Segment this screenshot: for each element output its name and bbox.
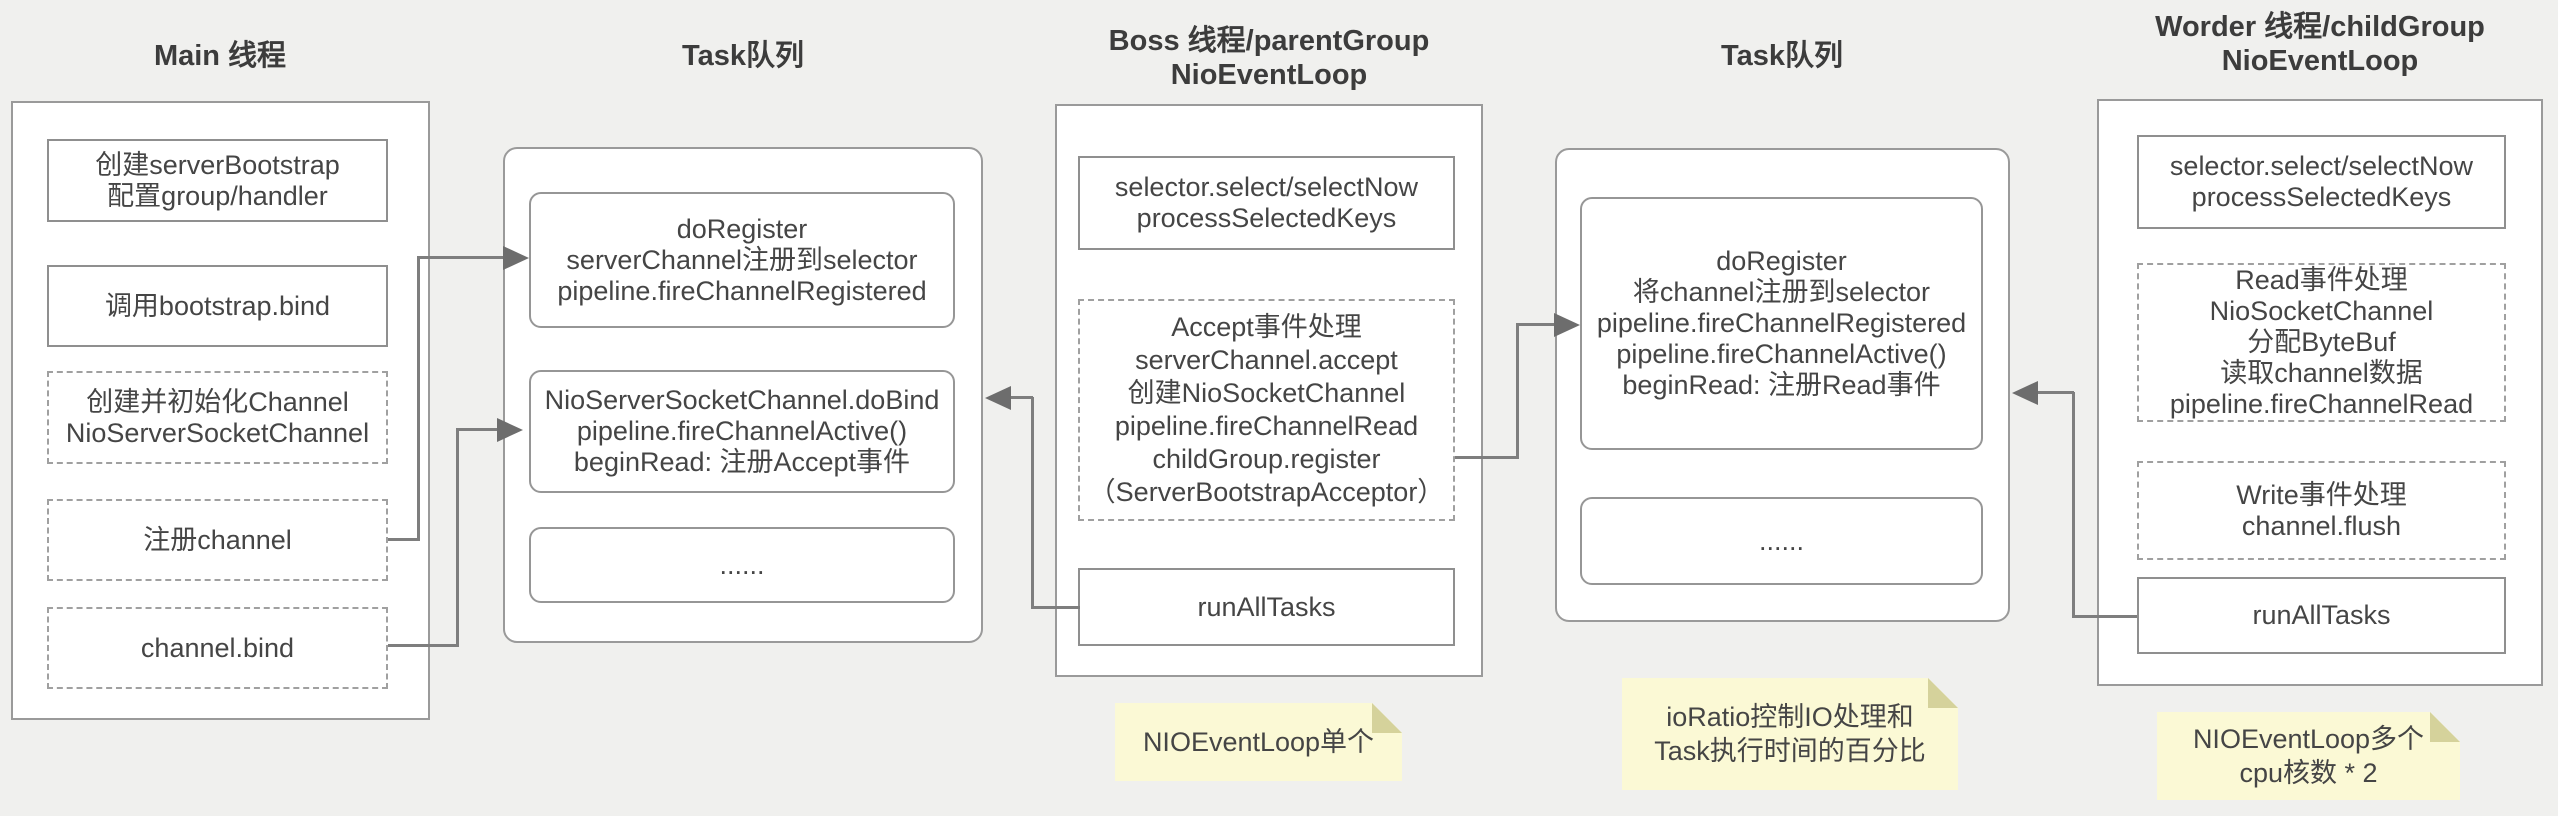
connector-channel-bind-seg (456, 429, 459, 647)
arrowhead-into-dobind (497, 418, 523, 442)
step-boss-accept-handling: Accept事件处理 serverChannel.accept 创建NioSoc… (1078, 299, 1455, 521)
arrowhead-into-doregister (503, 246, 529, 270)
sticky-note-nioeventloop-single: NIOEventLoop单个 (1115, 703, 1402, 781)
step-worker-read-handling: Read事件处理 NioSocketChannel 分配ByteBuf 读取ch… (2137, 263, 2506, 422)
connector-accept-to-taskqueue2-seg (1455, 456, 1518, 459)
connector-boss-runalltasks-seg (1031, 397, 1034, 609)
step-create-serverbootstrap: 创建serverBootstrap 配置group/handler (47, 139, 388, 222)
task-doregister-childchannel: doRegister 将channel注册到selector pipeline.… (1580, 197, 1983, 450)
connector-register-channel-seg (417, 257, 420, 541)
step-worker-write-handling: Write事件处理 channel.flush (2137, 461, 2506, 560)
connector-channel-bind-seg (388, 644, 459, 647)
sticky-note-text: NIOEventLoop单个 (1142, 727, 1375, 757)
task-doregister-serverchannel: doRegister serverChannel注册到selector pipe… (529, 192, 955, 328)
task-queue-2-ellipsis: ...... (1580, 497, 1983, 585)
connector-worker-runalltasks-seg (2072, 392, 2075, 618)
connector-register-channel-seg (388, 538, 420, 541)
step-call-bootstrap-bind: 调用bootstrap.bind (47, 265, 388, 347)
connector-channel-bind-seg (456, 428, 501, 431)
connector-boss-runalltasks-seg (1032, 606, 1080, 609)
arrowhead-into-task-queue-2 (2012, 381, 2038, 405)
column-title-boss-thread: Boss 线程/parentGroup NioEventLoop (1108, 25, 1430, 91)
arrowhead-into-task-queue-1 (985, 386, 1011, 410)
connector-worker-runalltasks-seg (2036, 391, 2074, 394)
step-create-init-channel: 创建并初始化Channel NioServerSocketChannel (47, 371, 388, 464)
step-worker-selector-select: selector.select/selectNow processSelecte… (2137, 135, 2506, 229)
column-title-task-queue-2: Task队列 (1721, 40, 1843, 72)
connector-worker-runalltasks-seg (2073, 615, 2137, 618)
sticky-note-nioeventloop-multi: NIOEventLoop多个 cpu核数 * 2 (2157, 712, 2460, 800)
sticky-note-ioratio: ioRatio控制IO处理和 Task执行时间的百分比 (1622, 678, 1958, 790)
column-title-task-queue-1: Task队列 (682, 40, 804, 72)
step-register-channel: 注册channel (47, 499, 388, 581)
connector-accept-to-taskqueue2-seg (1516, 323, 1556, 326)
step-boss-run-all-tasks: runAllTasks (1078, 568, 1455, 646)
connector-boss-runalltasks-seg (1009, 396, 1033, 399)
arrowhead-into-doregister-child (1554, 313, 1580, 337)
connector-accept-to-taskqueue2-seg (1516, 324, 1519, 459)
task-queue-1-ellipsis: ...... (529, 527, 955, 603)
sticky-note-text: ioRatio控制IO处理和 Task执行时间的百分比 (1654, 702, 1926, 766)
step-channel-bind: channel.bind (47, 607, 388, 689)
column-title-main-thread: Main 线程 (153, 40, 287, 72)
sticky-note-text: NIOEventLoop多个 cpu核数 * 2 (2192, 724, 2425, 788)
step-worker-run-all-tasks: runAllTasks (2137, 577, 2506, 654)
task-dobind-serverchannel: NioServerSocketChannel.doBind pipeline.f… (529, 370, 955, 493)
connector-register-channel-seg (417, 256, 505, 259)
column-title-worker-thread: Worder 线程/childGroup NioEventLoop (2155, 11, 2485, 77)
step-boss-selector-select: selector.select/selectNow processSelecte… (1078, 156, 1455, 250)
